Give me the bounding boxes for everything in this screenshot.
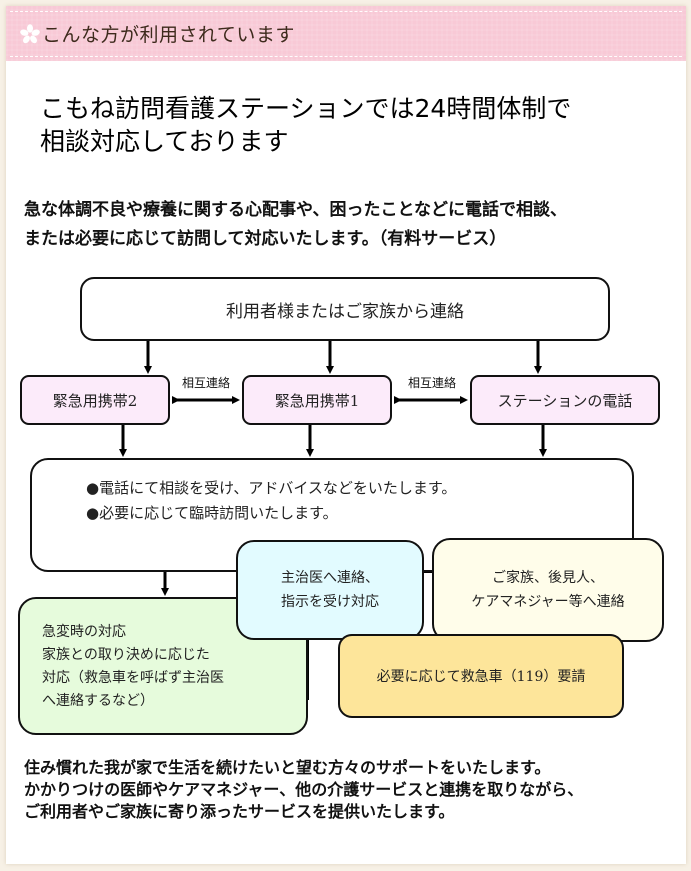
sakura-flower-icon bbox=[20, 24, 40, 44]
ambulance-request-box: 必要に応じて救急車（119）要請 bbox=[338, 634, 624, 718]
mutual-contact-label-1: 相互連絡 bbox=[182, 376, 231, 390]
response-box: ●電話にて相談を受け、アドバイスなどをいたします。 ●必要に応じて臨時訪問いたし… bbox=[30, 458, 634, 572]
doctor-contact-box: 主治医へ連絡、 指示を受け対応 bbox=[236, 540, 424, 640]
mutual-contact-label-2: 相互連絡 bbox=[408, 376, 457, 390]
section-title: こんな方が利用されています bbox=[42, 24, 295, 46]
contact-source-box: 利用者様またはご家族から連絡 bbox=[80, 277, 610, 341]
intro-text: 急な体調不良や療養に関する心配事や、困ったことなどに電話で相談、 または必要に応… bbox=[24, 200, 567, 249]
header-dashed-line-bottom bbox=[10, 56, 682, 57]
header-dashed-line-top bbox=[10, 11, 682, 12]
emergency-mobile-2-box: 緊急用携帯2 bbox=[20, 375, 170, 425]
main-heading: こもね訪問看護ステーションでは24時間体制で 相談対応しております bbox=[40, 94, 572, 156]
family-contact-box: ご家族、後見人、 ケアマネジャー等へ連絡 bbox=[432, 538, 664, 642]
closing-text: 住み慣れた我が家で生活を続けたいと望む方々のサポートをいたします。 かかりつけの… bbox=[24, 758, 584, 821]
section-header: こんな方が利用されています bbox=[6, 6, 686, 61]
station-phone-box: ステーションの電話 bbox=[470, 375, 660, 425]
emergency-mobile-1-box: 緊急用携帯1 bbox=[242, 375, 392, 425]
